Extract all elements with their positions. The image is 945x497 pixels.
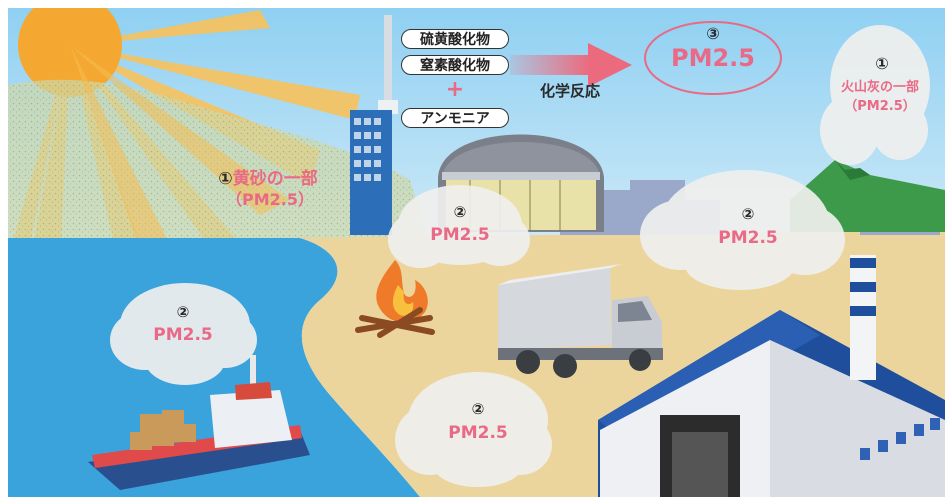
ship-icon	[88, 355, 310, 490]
yellow-sand-number: ①	[218, 169, 233, 189]
field-smoke-number: ②	[741, 205, 755, 223]
product-pm25: PM2.5	[671, 44, 755, 72]
chemical-reaction-label: 化学反応	[539, 82, 600, 100]
truck-icon	[498, 264, 663, 378]
chimney-icon	[850, 255, 876, 380]
city-smoke-number: ②	[453, 203, 467, 221]
sulfur-oxides-pill: 硫黄酸化物	[401, 29, 509, 49]
yellow-sand-title: 黄砂の一部	[232, 169, 318, 189]
truck-smoke-label: PM2.5	[448, 423, 508, 443]
ship-smoke-number: ②	[176, 303, 190, 321]
volcanic-ash-title: 火山灰の一部	[840, 80, 919, 95]
city-smoke-label: PM2.5	[430, 225, 490, 245]
yellow-sand-label: ①黄砂の一部	[188, 164, 348, 189]
yellow-sand-sub: （PM2.5）	[226, 190, 314, 209]
ammonia-pill: アンモニア	[401, 108, 509, 128]
campfire-icon	[355, 260, 435, 338]
reaction-arrow	[510, 43, 632, 87]
ship-smoke-label: PM2.5	[153, 325, 213, 345]
field-smoke-label: PM2.5	[718, 228, 778, 248]
tower-icon	[350, 15, 398, 235]
smoke-cloud-icon	[110, 25, 930, 487]
product-number: ③	[706, 24, 720, 43]
volcanic-ash-number: ①	[875, 54, 889, 73]
plus-sign: +	[445, 77, 465, 102]
volcanic-ash-sub: （PM2.5）	[844, 99, 916, 114]
nitrogen-oxides-pill: 窒素酸化物	[401, 55, 509, 75]
pm25-product-outline	[644, 21, 782, 95]
truck-smoke-number: ②	[471, 400, 485, 418]
